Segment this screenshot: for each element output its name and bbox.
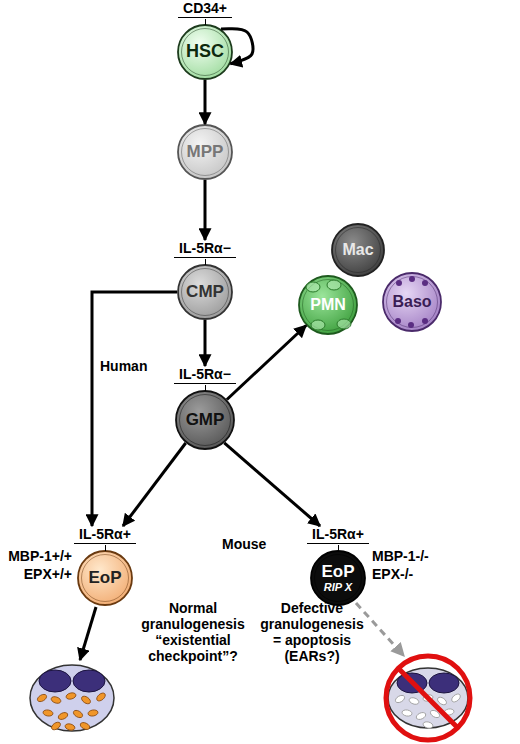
cell-membrane [387,277,438,328]
annotation-text: Normal granulogenesis “existential check… [138,600,248,664]
marker-heading: IL-5Rα+ [293,526,383,544]
cell-circle [299,276,357,334]
lineage-arrow [123,443,186,526]
nucleus-lobe [39,670,71,692]
cell-circle [178,125,232,179]
marker-heading: IL-5Rα− [160,366,250,384]
marker-heading: IL-5Rα− [160,240,250,258]
cell-membrane [315,555,362,602]
cell-membrane [182,269,229,316]
marker-heading: IL-5Rα+ [60,526,150,544]
cell-label-area: PMN [298,275,358,335]
cell-body [30,665,114,731]
cell-body [388,668,468,728]
cell-name: CMP [186,283,224,302]
cell-membrane [182,29,229,76]
cell-label-area: MPP [177,124,233,180]
cell-label-area: Baso [382,272,442,332]
lineage-arrow [224,443,320,526]
cell-node: IL-5Rα− CMP [160,240,250,320]
cell-membrane [303,280,354,331]
cell-node: Baso [382,272,442,332]
defective-eosinophil-illustration [386,656,470,740]
cell-circle [311,551,365,605]
prohibition-slash [398,668,457,727]
annotation-text: EPX-/- [372,566,472,582]
cell-label-area: GMP [175,390,235,450]
surface-marker: IL-5Rα− [174,240,236,258]
annotation-text: EPX+/+ [0,566,72,582]
cell-name: EoP [321,563,354,582]
cell-node: IL-5Rα+ EoP [60,526,150,606]
cell-label-area: EoPRIP X [310,550,366,606]
surface-marker: CD34+ [178,0,232,18]
cell-membrane [182,129,229,176]
lineage-arrow [204,180,207,240]
cell-name: EoP [88,569,121,588]
lineage-arrow [204,80,207,124]
cell-name: GMP [186,411,225,430]
cell-name: Baso [392,293,431,311]
cell-label-area: Mac [331,223,385,277]
lineage-arrow [221,29,253,64]
cell-node: CD34+ HSC [160,0,250,80]
cell-name: MPP [187,143,224,162]
cell-circle [176,391,234,449]
annotation-text: MBP-1+/+ [0,548,72,564]
lineage-arrow [227,325,306,399]
cell-membrane [82,555,129,602]
cell-name: Mac [342,241,373,259]
prohibition-circle [386,656,470,740]
cell-node: MPP [177,124,233,180]
cell-circle [332,224,384,276]
granules [36,691,107,731]
nucleus-lobe [397,673,427,693]
cell-circle [78,551,132,605]
cell-node: IL-5Rα− GMP [160,366,250,450]
cell-membrane [180,395,231,446]
edge-label: Human [100,358,147,374]
annotation-text: MBP-1-/- [372,548,472,564]
lineage-arrow [92,292,177,526]
cell-annotation: RIP X [324,581,352,593]
surface-marker: IL-5Rα+ [74,526,136,544]
cell-name: PMN [310,296,346,314]
eosinophil-illustration [30,665,114,731]
pmn-nucleus-lobes [306,280,351,330]
lineage-arrow [204,320,207,366]
cell-label-area: EoP [77,550,133,606]
cell-circle [178,25,232,79]
surface-marker: IL-5Rα+ [307,526,369,544]
cell-node: Mac [331,223,385,277]
cell-membrane [336,228,381,273]
baso-granules [395,276,428,328]
cell-node: IL-5Rα+ EoPRIP X [293,526,383,606]
maturation-arrow [80,607,96,660]
surface-marker: IL-5Rα− [174,366,236,384]
cell-node: PMN [298,275,358,335]
cell-circle [178,265,232,319]
edge-layer [92,29,320,526]
nucleus-lobe [429,673,459,693]
annotation-text: Mouse [222,536,282,552]
cell-name: HSC [186,42,224,62]
nucleus-lobe [73,670,105,692]
cell-label-area: HSC [177,24,233,80]
annotation-text: Defective granulogenesis = apoptosis (EA… [258,600,366,664]
cell-circle [383,273,441,331]
cell-label-area: CMP [177,264,233,320]
empty-granules [394,692,462,729]
marker-heading: CD34+ [160,0,250,18]
